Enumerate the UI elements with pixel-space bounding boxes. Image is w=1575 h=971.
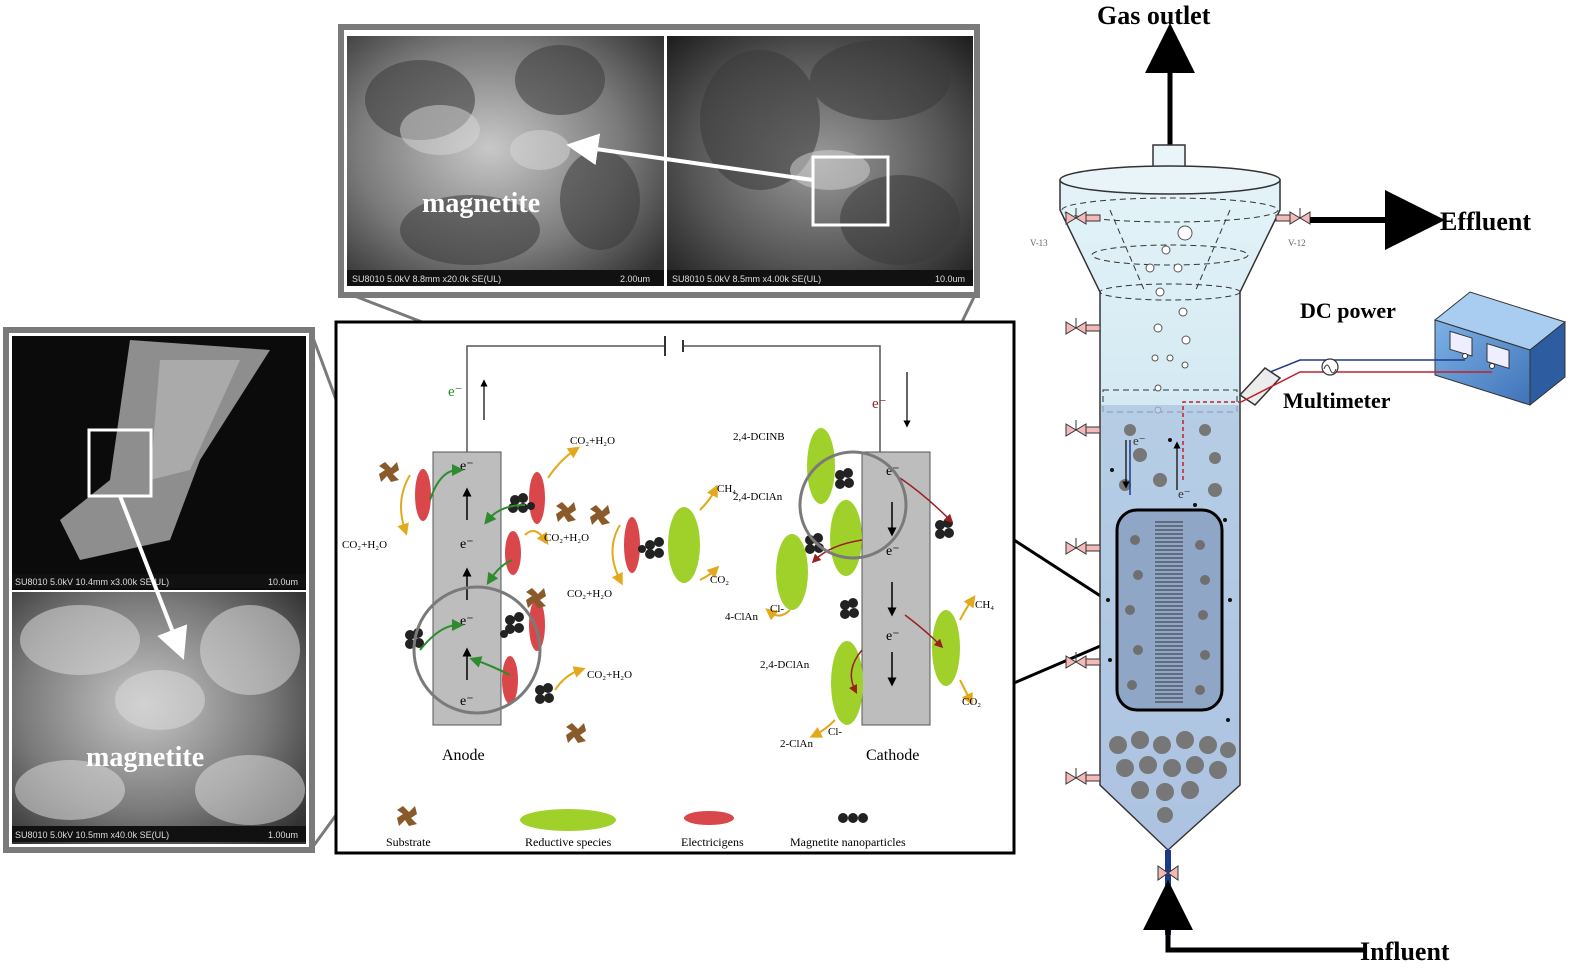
valve-right-label: V-12 [1288, 238, 1306, 248]
reaction-arrows [397, 446, 976, 738]
gas-outlet-label: Gas outlet [1097, 1, 1211, 30]
anode-label: Anode [442, 747, 485, 764]
dc-power-supply [1433, 291, 1567, 407]
chem-ch4-1: CH₄ [717, 483, 736, 495]
multimeter-icon [1321, 358, 1339, 376]
chem-co2h2o-5: CO₂+H₂O [587, 669, 632, 681]
sem-top-right-info: SU8010 5.0kV 8.5mm x4.00k SE(UL) [672, 274, 821, 284]
valve-left-label: V-13 [1030, 238, 1048, 248]
legend-substrate-icon [397, 806, 417, 826]
cathode-transfer-arrows [811, 477, 954, 695]
chem-dcinb: 2,4-DCINB [733, 431, 785, 443]
sem-top-left-info: SU8010 5.0kV 8.8mm x20.0k SE(UL) [352, 274, 501, 284]
sem-zoom-arrow [566, 133, 814, 182]
chem-co2h2o-1: CO₂+H₂O [570, 435, 615, 447]
anode-zoom-circle [412, 585, 542, 715]
legend-electricigens-icon [684, 811, 734, 825]
anode-transfer-arrows [419, 464, 526, 676]
reactor-electron-2: e⁻ [1178, 486, 1191, 501]
electricigens [415, 469, 640, 704]
sem-left-top-scale: 10.0um [268, 577, 298, 587]
chem-2clan: 2-ClAn [780, 738, 814, 750]
chem-co2h2o-4: CO₂+H₂O [567, 588, 612, 600]
magnetite-label-top: magnetite [422, 188, 540, 219]
chem-co2h2o-3: CO₂+H₂O [544, 532, 589, 544]
anode-e3: e⁻ [460, 614, 474, 629]
legend-substrate: Substrate [386, 835, 431, 849]
electron-anode-wire: e⁻ [448, 384, 463, 400]
sem-top-right-scale: 10.0um [935, 274, 965, 284]
dc-power-label: DC power [1300, 298, 1396, 323]
wire-positive [1240, 371, 1492, 403]
chem-ch4-2: CH₄ [975, 599, 994, 611]
anode-e2: e⁻ [460, 537, 474, 552]
cathode-e3: e⁻ [886, 629, 900, 644]
wire-negative [1269, 359, 1465, 373]
chem-cl-1: Cl- [770, 603, 784, 615]
sem-zoom-box [811, 155, 890, 227]
sem-left-bottom-info: SU8010 5.0kV 10.5mm x40.0k SE(UL) [15, 830, 169, 840]
influent-label: Influent [1360, 937, 1450, 966]
cathode-label: Cathode [866, 747, 919, 764]
sem-top-left-scale: 2.00um [620, 274, 650, 284]
cathode-zoom-circle [798, 450, 908, 560]
legend-magnetite: Magnetite nanoparticles [790, 835, 906, 849]
sem-panel-top: SU8010 5.0kV 8.8mm x20.0k SE(UL) 2.00um … [338, 24, 980, 298]
chem-4clan: 4-ClAn [725, 611, 759, 623]
legend-electricigens: Electricigens [681, 835, 744, 849]
sem-left-top-info: SU8010 5.0kV 10.4mm x3.00k SE(UL) [15, 577, 169, 587]
influent-arrow [1143, 880, 1365, 953]
magnetite-clusters [405, 468, 954, 704]
legend-reductive-icon [520, 809, 616, 831]
magnetite-label-left: magnetite [86, 742, 204, 773]
chem-co2-2: CO₂ [962, 696, 981, 708]
chem-co2-1: CO₂ [710, 574, 729, 586]
chem-dclan-1: 2,4-DClAn [733, 491, 783, 503]
cathode-e2: e⁻ [886, 544, 900, 559]
chem-co2h2o-2: CO₂+H₂O [342, 539, 387, 551]
multimeter-label: Multimeter [1283, 388, 1391, 413]
reactor: Gas outlet [1030, 1, 1531, 966]
legend-reductive: Reductive species [525, 835, 612, 849]
legend: Substrate Reductive species Electricigen… [386, 806, 906, 849]
sem-panel-left: SU8010 5.0kV 10.4mm x3.00k SE(UL) 10.0um… [3, 327, 315, 853]
sem-left-bottom-scale: 1.00um [268, 830, 298, 840]
chem-cl-2: Cl- [828, 726, 842, 738]
reactor-electron-1: e⁻ [1133, 433, 1146, 448]
effluent-label: Effluent [1440, 207, 1531, 236]
substrates [379, 462, 610, 743]
anode-e4: e⁻ [460, 694, 474, 709]
chem-dclan-2: 2,4-DClAn [760, 659, 810, 671]
anode-e1: e⁻ [460, 459, 474, 474]
legend-magnetite-icon [838, 813, 868, 823]
sem-left-zoom-arrow [118, 495, 188, 660]
sampling-valves [1065, 208, 1311, 785]
mechanism-panel: e⁻ e⁻ e⁻ e⁻ e⁻ e⁻ Anode e⁻ e⁻ e⁻ Cathode [334, 320, 1016, 855]
electron-cathode-wire: e⁻ [872, 396, 887, 412]
